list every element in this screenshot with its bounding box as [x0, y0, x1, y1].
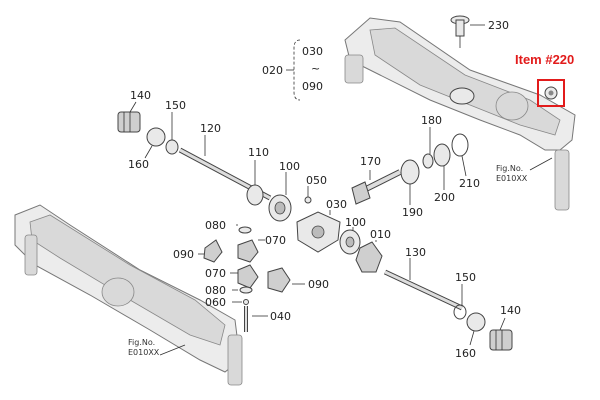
- part-010-ring-gear: [355, 241, 383, 273]
- fig-ref-upper-line1: Fig.No.: [496, 164, 523, 173]
- callout-110: 110: [248, 146, 269, 159]
- part-030-diff-case: [296, 211, 341, 253]
- part-140-right-gear: [489, 329, 513, 351]
- group-range-sep: ~: [311, 62, 320, 75]
- callout-130: 130: [405, 246, 426, 259]
- callout-070-upper: 070: [265, 234, 286, 247]
- group-range-end: 090: [302, 80, 323, 93]
- callout-100-left: 100: [279, 160, 300, 173]
- group-range-start: 030: [302, 45, 323, 58]
- part-050-pin: [304, 196, 312, 204]
- fig-ref-lower-line1: Fig.No.: [128, 338, 155, 347]
- callout-140-top: 140: [130, 89, 151, 102]
- part-080-lower-washer: [239, 286, 253, 294]
- part-090-lower-gear: [267, 267, 291, 293]
- group-label: 020: [262, 64, 283, 77]
- fig-ref-upper-line2: E010XX: [496, 174, 528, 183]
- callout-010: 010: [370, 228, 391, 241]
- callout-040: 040: [270, 310, 291, 323]
- callout-160-bottom: 160: [455, 347, 476, 360]
- fig-ref-lower-line2: E010XX: [128, 348, 160, 357]
- callout-050: 050: [306, 174, 327, 187]
- callout-160-top: 160: [128, 158, 149, 171]
- callout-030: 030: [326, 198, 347, 211]
- callout-090-lower: 090: [308, 278, 329, 291]
- part-160-left-bearing: [146, 127, 166, 147]
- part-210-seal: [451, 133, 469, 157]
- callout-120: 120: [200, 122, 221, 135]
- callout-170: 170: [360, 155, 381, 168]
- callout-150-bottom: 150: [455, 271, 476, 284]
- callout-190: 190: [402, 206, 423, 219]
- part-190-bearing: [400, 159, 420, 185]
- part-090-upper-gear: [203, 239, 223, 263]
- fig-ref-upper: [529, 157, 553, 171]
- part-160-right-bearing: [466, 312, 486, 332]
- part-200-bearing: [433, 143, 451, 167]
- callout-080-lower: 080: [205, 284, 226, 297]
- part-230-plug: [450, 15, 470, 48]
- highlight-label: Item #220: [515, 52, 574, 67]
- part-150-left-washer: [165, 139, 179, 155]
- callout-210: 210: [459, 177, 480, 190]
- part-170-pinion: [351, 169, 402, 205]
- part-150-right-washer: [453, 304, 467, 320]
- part-080-upper-washer: [238, 226, 252, 234]
- callout-140-bottom: 140: [500, 304, 521, 317]
- upper-axle-housing: [344, 17, 576, 211]
- item-220-highlight[interactable]: [537, 79, 565, 107]
- part-060-pin: [243, 299, 249, 305]
- callout-150-top: 150: [165, 99, 186, 112]
- part-070-lower-gear: [237, 264, 259, 289]
- callout-230: 230: [488, 19, 509, 32]
- callout-100-right: 100: [345, 216, 366, 229]
- callout-060: 060: [205, 296, 226, 309]
- part-130-right-shaft: [383, 269, 464, 311]
- callout-080-upper: 080: [205, 219, 226, 232]
- callout-200: 200: [434, 191, 455, 204]
- part-070-upper-gear: [237, 239, 259, 263]
- part-110-seal: [246, 184, 264, 206]
- callout-090-upper: 090: [173, 248, 194, 261]
- fig-ref-lower: [159, 344, 186, 356]
- callout-180: 180: [421, 114, 442, 127]
- lower-axle-housing: [14, 204, 243, 386]
- callout-070-lower: 070: [205, 267, 226, 280]
- part-140-left-gear: [117, 111, 141, 133]
- part-180-collar: [422, 153, 434, 169]
- group-bracket: [286, 39, 301, 101]
